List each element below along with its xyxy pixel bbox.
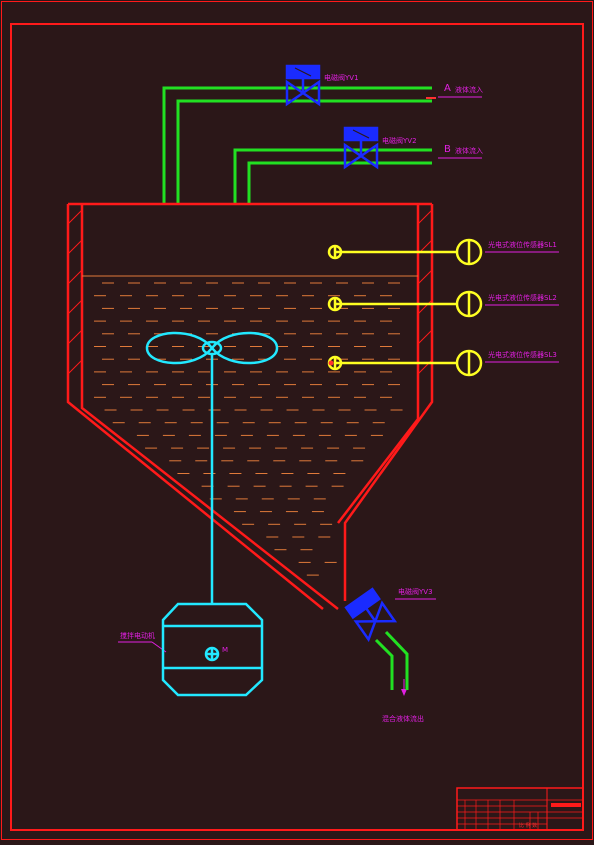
valve-yv2-label: 电磁阀YV2 xyxy=(382,137,417,145)
inlet-a-label: 液体流入 xyxy=(455,86,483,94)
sensor-sl1-label: 光电式液位传感器SL1 xyxy=(488,241,557,249)
valve-yv2-icon[interactable] xyxy=(343,126,379,170)
motor-label: 搅拌电动机 xyxy=(120,632,155,640)
inner-frame xyxy=(10,23,584,831)
motor-symbol: M xyxy=(222,646,229,654)
valve-yv1-icon[interactable] xyxy=(285,64,321,107)
valve-yv3-label: 电磁阀YV3 xyxy=(398,588,433,596)
sensor-sl3-label: 光电式液位传感器SL3 xyxy=(488,351,557,359)
sensor-sl3-marker xyxy=(328,360,334,366)
agitator-impeller-icon xyxy=(145,331,279,604)
title-block xyxy=(456,787,584,831)
title-block-mark: 比 例 数 xyxy=(519,823,538,829)
tank-vessel xyxy=(66,202,434,610)
valve-yv3-icon[interactable] xyxy=(344,587,398,643)
valve-yv1-label: 电磁阀YV1 xyxy=(324,74,359,82)
outlet-arrow-icon xyxy=(401,689,407,696)
tank-wall-hatching xyxy=(67,209,433,375)
label-leaders xyxy=(118,96,559,691)
sensor-sl2-label: 光电式液位传感器SL2 xyxy=(488,294,557,302)
outlet-label: 混合液体流出 xyxy=(382,715,424,723)
sensor-sl2[interactable] xyxy=(327,290,483,318)
liquid-fill xyxy=(94,282,403,576)
outlet-pipe xyxy=(374,630,409,690)
sensor-sl3[interactable] xyxy=(327,349,483,377)
inlet-a-letter: A xyxy=(444,83,451,94)
inlet-b-label: 液体流入 xyxy=(455,147,483,155)
agitator-motor-icon[interactable] xyxy=(161,602,264,697)
inlet-pipe-a xyxy=(162,86,432,204)
inlet-b-letter: B xyxy=(444,144,451,155)
sensor-sl1[interactable] xyxy=(327,238,483,266)
inlet-pipe-b xyxy=(233,148,432,204)
